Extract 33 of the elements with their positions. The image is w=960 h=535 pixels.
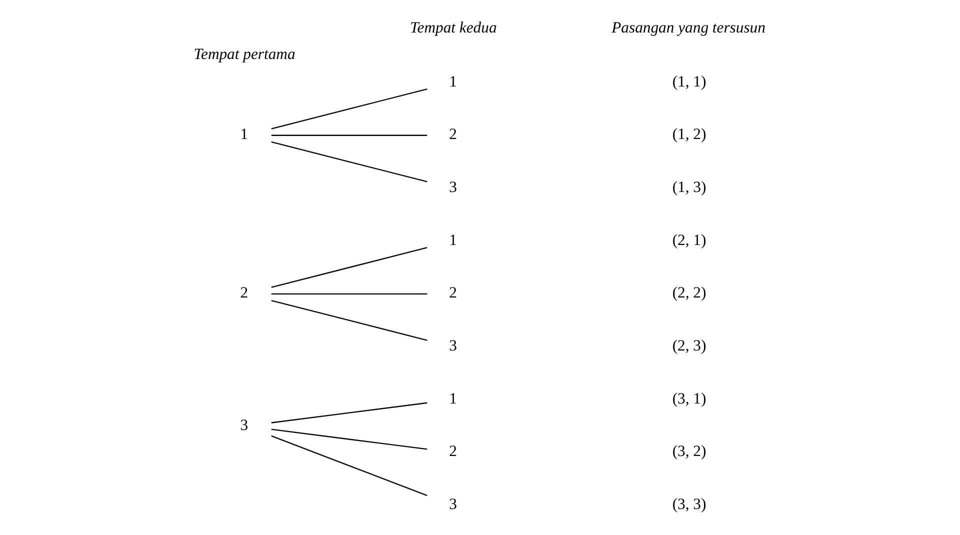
connector xyxy=(270,141,427,182)
connector xyxy=(270,435,427,496)
label: (1, 1) xyxy=(672,73,706,90)
connector xyxy=(270,402,427,424)
label: Tempat kedua xyxy=(410,19,496,36)
node-text: 1 xyxy=(448,390,457,408)
node-text: 3 xyxy=(448,496,457,514)
label: (2, 2) xyxy=(672,284,706,302)
node-text: 2 xyxy=(448,443,457,460)
node-text: 3 xyxy=(448,178,457,196)
node-text: 1 xyxy=(240,126,248,144)
label: (3, 2) xyxy=(672,443,706,460)
connector xyxy=(270,247,427,288)
label: (1, 2) xyxy=(672,126,706,144)
connector xyxy=(270,300,427,341)
label: (2, 3) xyxy=(672,337,706,354)
label: (3, 3) xyxy=(672,496,706,514)
node-text: 3 xyxy=(448,337,457,354)
node-text: 3 xyxy=(240,416,248,434)
connector xyxy=(270,88,427,130)
label: Pasangan yang tersusun xyxy=(611,19,765,36)
label: (3, 1) xyxy=(672,390,706,408)
node-text: 2 xyxy=(448,126,457,144)
connector xyxy=(270,293,427,295)
node-text: 2 xyxy=(240,284,248,302)
node-text: 1 xyxy=(448,73,457,90)
label: Tempat pertama xyxy=(193,46,295,63)
connector xyxy=(270,134,427,136)
node-text: 1 xyxy=(448,232,457,249)
connector xyxy=(270,428,427,450)
label: (2, 1) xyxy=(672,232,706,249)
node-text: 2 xyxy=(448,284,457,302)
label: (1, 3) xyxy=(672,178,706,196)
